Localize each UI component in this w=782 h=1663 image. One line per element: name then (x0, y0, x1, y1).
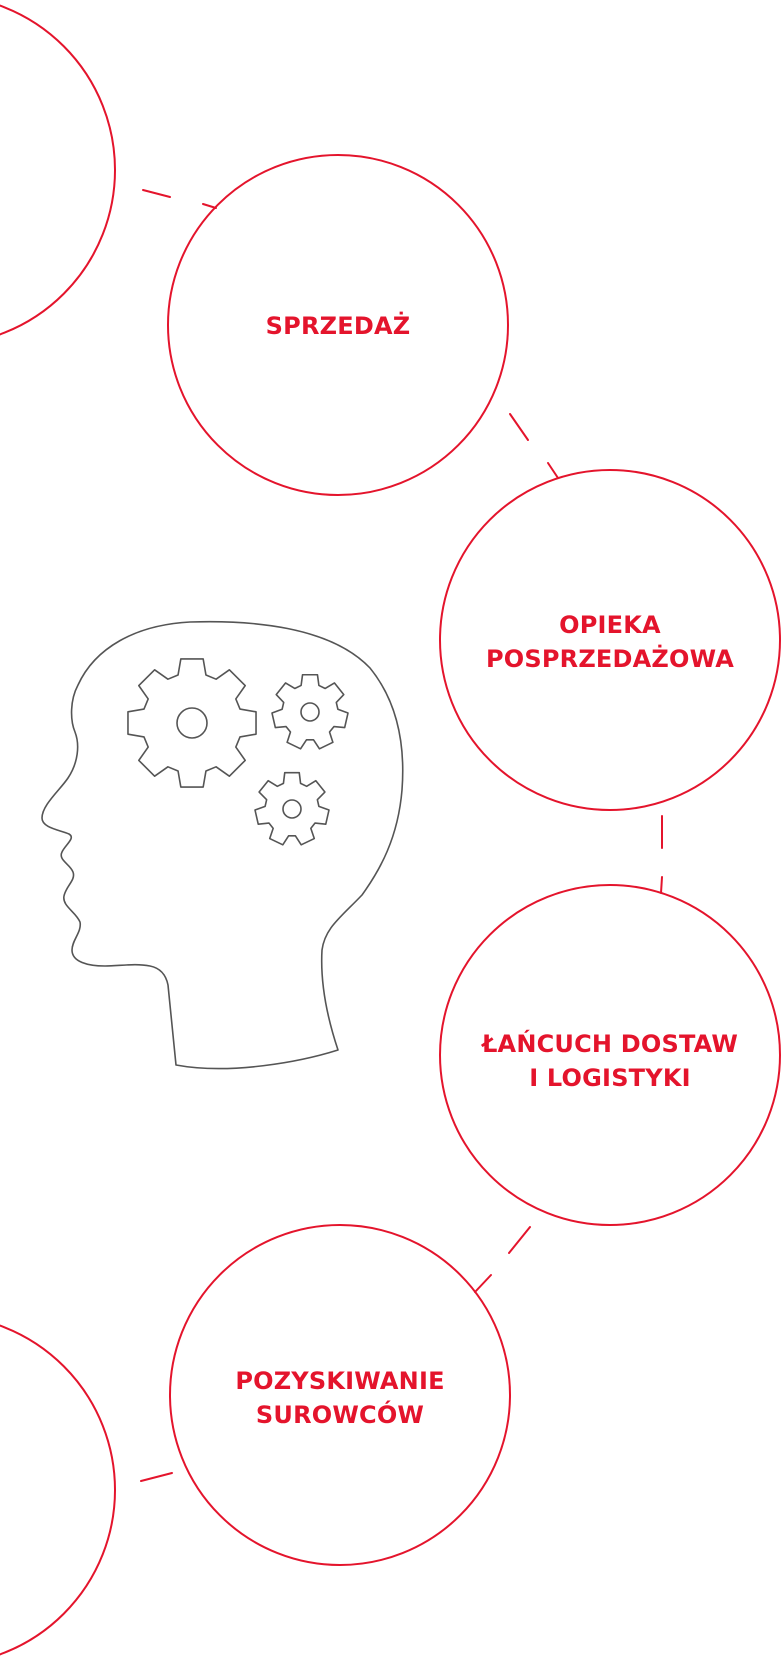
stage-circle-sales (167, 154, 509, 496)
stage-label-after-sales: OPIEKA POSPRZEDAŻOWA (460, 606, 760, 678)
connector-dash (140, 1472, 173, 1482)
connector-dash (474, 1274, 492, 1293)
gear-body (127, 658, 257, 788)
cropped-stage-circle-top (0, 4, 116, 336)
connector-dash (508, 1226, 531, 1254)
stage-label-raw-materials: POZYSKIWANIE SUROWCÓW (190, 1362, 490, 1434)
cropped-stage-circle-bottom (0, 1324, 116, 1656)
connector-dash (142, 189, 171, 198)
gear-large-icon (127, 658, 257, 788)
stage-label-sales-line-1: SPRZEDAŻ (265, 312, 411, 340)
stage-label-sales: SPRZEDAŻ (188, 300, 488, 352)
stage-label-supply-chain-line-2: I LOGISTYKI (529, 1064, 691, 1092)
stage-label-supply-chain: ŁAŃCUCH DOSTAW I LOGISTYKI (452, 1025, 768, 1097)
gear-hole (176, 707, 208, 739)
stage-circle-raw-materials (169, 1224, 511, 1566)
stage-label-supply-chain-line-1: ŁAŃCUCH DOSTAW (481, 1030, 739, 1058)
connector-dash (547, 462, 559, 479)
stage-circle-supply-chain (439, 884, 781, 1226)
gear-hole (282, 799, 302, 819)
stage-label-raw-materials-line-2: SUROWCÓW (255, 1401, 425, 1429)
gear-body (254, 771, 330, 846)
stage-circle-after-sales (439, 469, 781, 811)
connector-dash (202, 203, 217, 209)
dashed-connectors (140, 189, 663, 1482)
stage-label-after-sales-line-2: POSPRZEDAŻOWA (485, 645, 734, 673)
gear-hole (300, 702, 320, 722)
connector-dash (509, 413, 529, 441)
connector-dash (660, 876, 663, 894)
gear-body (271, 673, 349, 750)
head-with-gears-icon (41, 620, 404, 1070)
gear-small-upper-icon (271, 673, 349, 750)
stage-label-raw-materials-line-1: POZYSKIWANIE (235, 1367, 445, 1395)
stage-label-after-sales-line-1: OPIEKA (559, 611, 661, 639)
head-outline (41, 620, 404, 1070)
gear-small-lower-icon (254, 771, 330, 846)
